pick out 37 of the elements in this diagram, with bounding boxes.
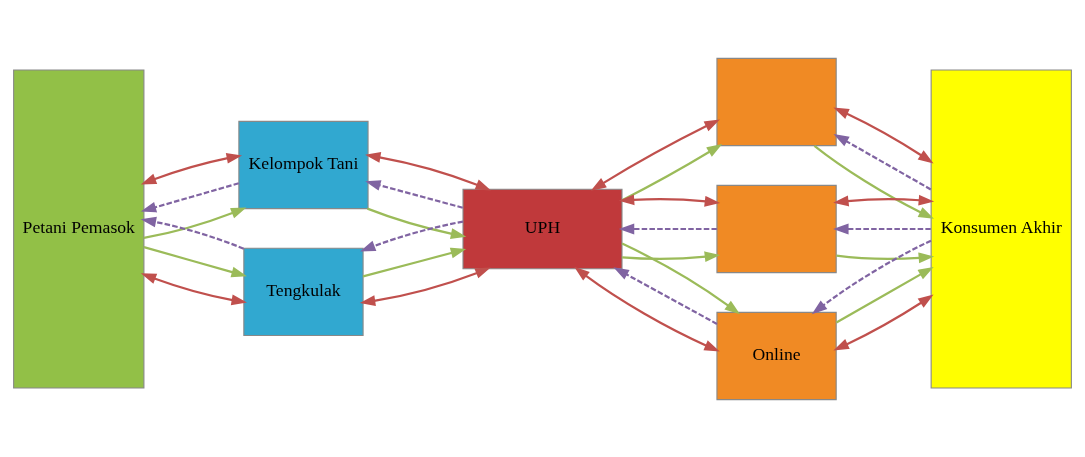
arrow [813,144,934,219]
node-box: UPH [462,188,623,269]
arrow [835,266,934,323]
node-box [716,184,837,273]
node-box [716,57,837,146]
arrow [574,266,720,351]
arrow [621,242,741,314]
arrow [621,143,723,201]
arrow [836,251,935,263]
arrow [140,272,247,305]
arrow [367,207,467,239]
arrow [140,181,240,212]
arrow [833,223,931,234]
arrow [811,239,932,314]
arrow [833,294,934,350]
node-box: Konsumen Akhir [930,68,1072,389]
arrow [622,250,721,262]
arrow [365,179,463,209]
arrow [590,118,720,191]
arrow [143,245,247,277]
node-box: Online [716,311,837,400]
arrow [360,220,464,251]
arrow [618,193,721,207]
arrow [833,107,934,163]
arrow [140,216,245,250]
arrow [359,267,491,306]
node-box: Kelompok Tani [238,120,369,209]
arrow [618,223,717,234]
arrow [833,133,932,190]
arrow [833,194,935,206]
node-box: Petani Pemasok [13,68,145,389]
arrow [613,266,718,325]
arrow [140,152,243,184]
arrow [365,151,491,190]
arrow [362,247,467,277]
arrow [143,206,247,239]
node-box: Tengkulak [243,247,364,336]
